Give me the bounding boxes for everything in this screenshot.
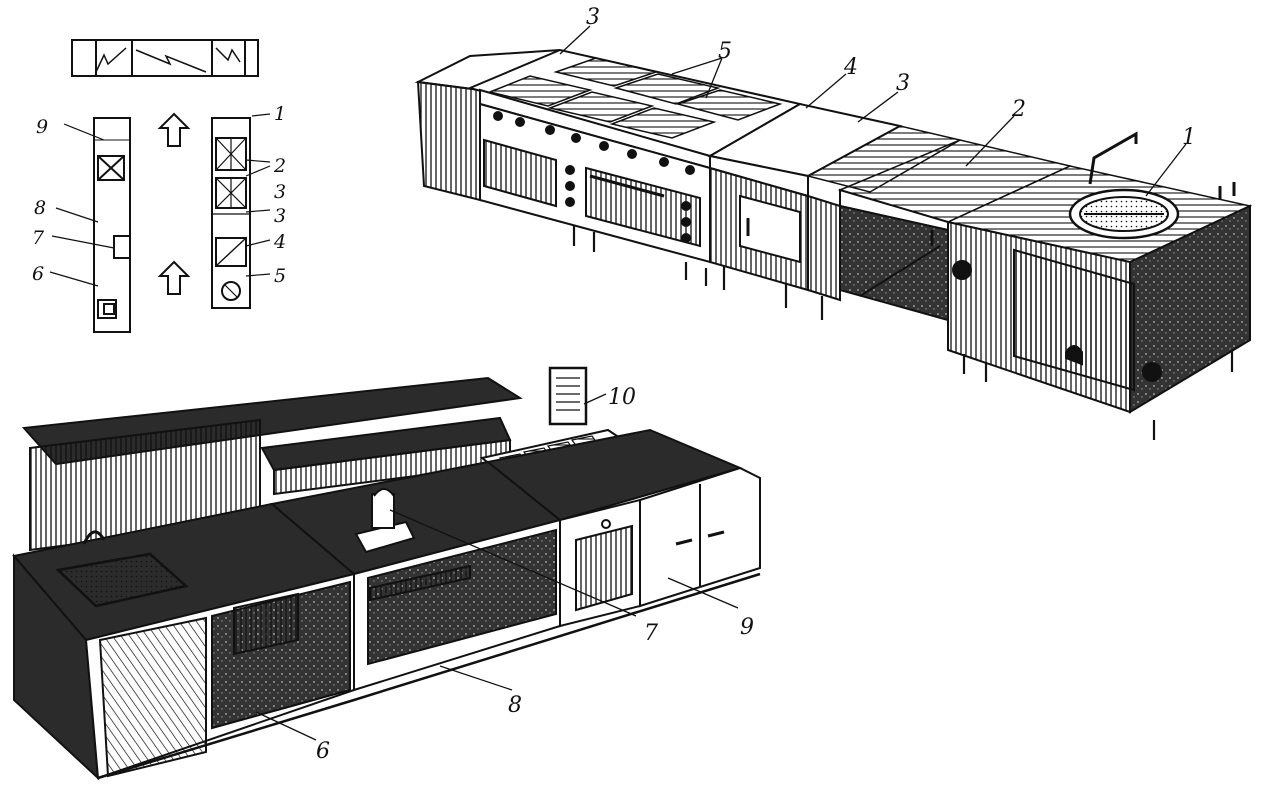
menu-board <box>548 366 588 426</box>
plan-label-right-4: 4 <box>273 231 286 253</box>
plan-direction-arrow <box>157 112 191 295</box>
end-table-counter <box>414 49 561 202</box>
plan-label-left-6: 6 <box>32 263 44 285</box>
serving-label-8: 8 <box>508 693 522 718</box>
plan-labels: 9 8 7 6 1 2 3 3 4 5 <box>32 103 286 287</box>
cooking-label-4: 4 <box>843 55 858 80</box>
cooking-label-3: 3 <box>896 71 910 96</box>
plan-label-left-9: 9 <box>36 116 48 138</box>
serving-label-6: 6 <box>316 739 330 764</box>
cooking-label-1: 1 <box>1182 125 1196 150</box>
plan-label-right-5: 5 <box>274 265 286 287</box>
serving-leaders <box>255 393 739 741</box>
plan-view <box>49 39 271 333</box>
serving-labels: 10 7 9 8 6 <box>316 385 754 764</box>
cooking-label-2: 2 <box>1011 97 1026 122</box>
serving-line <box>12 366 761 781</box>
plan-label-right-3b: 3 <box>274 205 286 227</box>
cooking-label-3-end: 3 <box>586 5 600 30</box>
plan-label-left-7: 7 <box>32 227 45 249</box>
serving-label-9: 9 <box>740 615 754 640</box>
serving-label-7: 7 <box>644 621 658 646</box>
serving-counter <box>12 428 761 781</box>
plan-wall-strip <box>71 39 259 77</box>
cooking-labels: 3 5 4 3 2 1 <box>586 5 1196 150</box>
plan-label-right-1: 1 <box>274 103 286 125</box>
cooking-leaders <box>559 25 1187 197</box>
plan-label-left-8: 8 <box>34 197 46 219</box>
cooking-kettle <box>945 131 1253 440</box>
plan-serving-strip <box>93 117 131 333</box>
plan-leaders <box>49 113 271 287</box>
plan-label-right-2: 2 <box>273 155 286 177</box>
sink-table <box>837 139 1073 322</box>
back-shelf <box>21 376 523 552</box>
cooking-label-5: 5 <box>718 39 732 64</box>
cooking-line <box>414 25 1253 440</box>
weighing-scale <box>354 488 416 554</box>
plan-cooking-strip <box>211 117 251 309</box>
electric-stove <box>466 48 803 286</box>
plan-label-right-3a: 3 <box>274 181 286 203</box>
serving-label-10: 10 <box>608 385 636 410</box>
